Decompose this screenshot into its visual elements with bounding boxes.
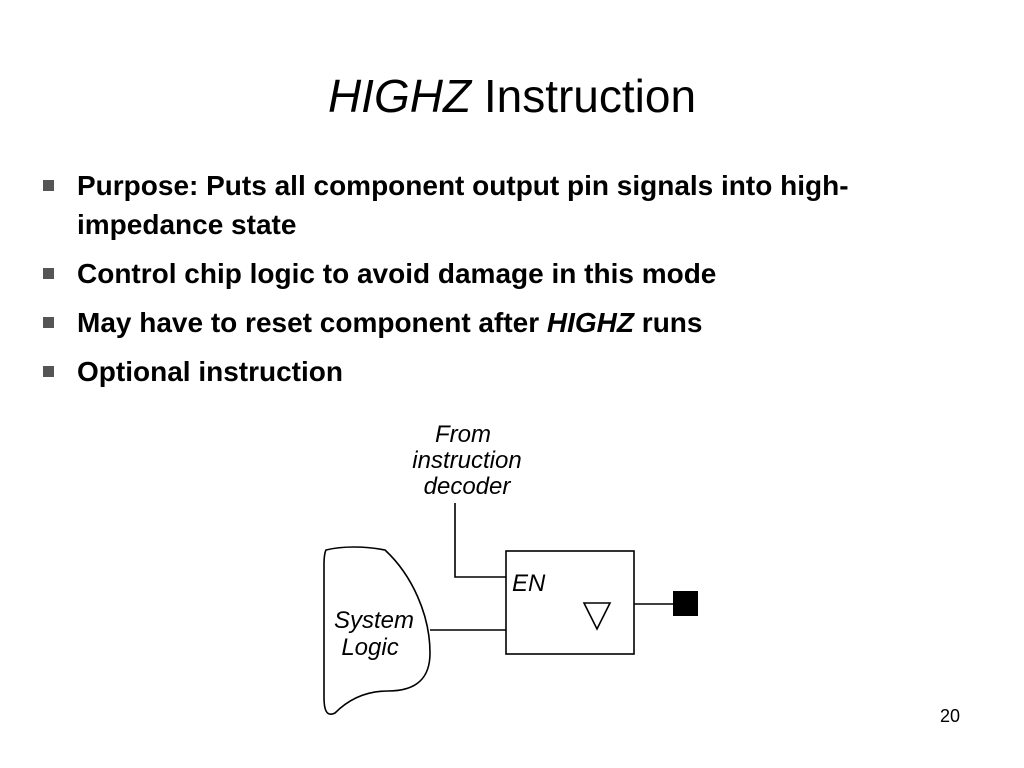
title-rest: Instruction bbox=[471, 70, 697, 122]
bullet-text-after: runs bbox=[634, 307, 703, 338]
bullet-item: May have to reset component after HIGHZ … bbox=[40, 303, 970, 342]
title-emphasis: HIGHZ bbox=[327, 70, 472, 122]
bullet-list: Purpose: Puts all component output pin s… bbox=[40, 166, 970, 401]
buffer-triangle-icon bbox=[582, 602, 612, 631]
bullet-text: Optional instruction bbox=[77, 356, 343, 387]
square-bullet-icon bbox=[43, 366, 54, 377]
highz-circuit-diagram: From instruction decoder System Logic EN bbox=[323, 421, 698, 715]
page-number: 20 bbox=[939, 706, 961, 726]
source-label-line-2: instruction bbox=[412, 447, 521, 474]
enable-label: EN bbox=[512, 570, 546, 597]
bullet-item: Optional instruction bbox=[40, 352, 970, 391]
bullet-text-before: May have to reset component after bbox=[77, 307, 547, 338]
square-bullet-icon bbox=[43, 180, 54, 191]
source-label-line-3: decoder bbox=[424, 473, 512, 500]
source-label-line-1: From bbox=[435, 421, 491, 448]
bullet-text: Control chip logic to avoid damage in th… bbox=[77, 258, 717, 289]
logic-label-line-1: System bbox=[334, 607, 414, 634]
logic-label-line-2: Logic bbox=[341, 634, 398, 661]
bullet-text-emphasis: HIGHZ bbox=[546, 307, 635, 338]
output-buffer-box bbox=[505, 550, 635, 655]
slide-title: HIGHZ Instruction bbox=[0, 68, 1024, 124]
bullet-item: Purpose: Puts all component output pin s… bbox=[40, 166, 970, 244]
bullet-item: Control chip logic to avoid damage in th… bbox=[40, 254, 970, 293]
square-bullet-icon bbox=[43, 268, 54, 279]
system-logic-shape bbox=[323, 546, 431, 715]
square-bullet-icon bbox=[43, 317, 54, 328]
enable-signal-line bbox=[454, 503, 506, 578]
bullet-text: Purpose: Puts all component output pin s… bbox=[77, 170, 849, 240]
output-pin-icon bbox=[673, 591, 698, 616]
